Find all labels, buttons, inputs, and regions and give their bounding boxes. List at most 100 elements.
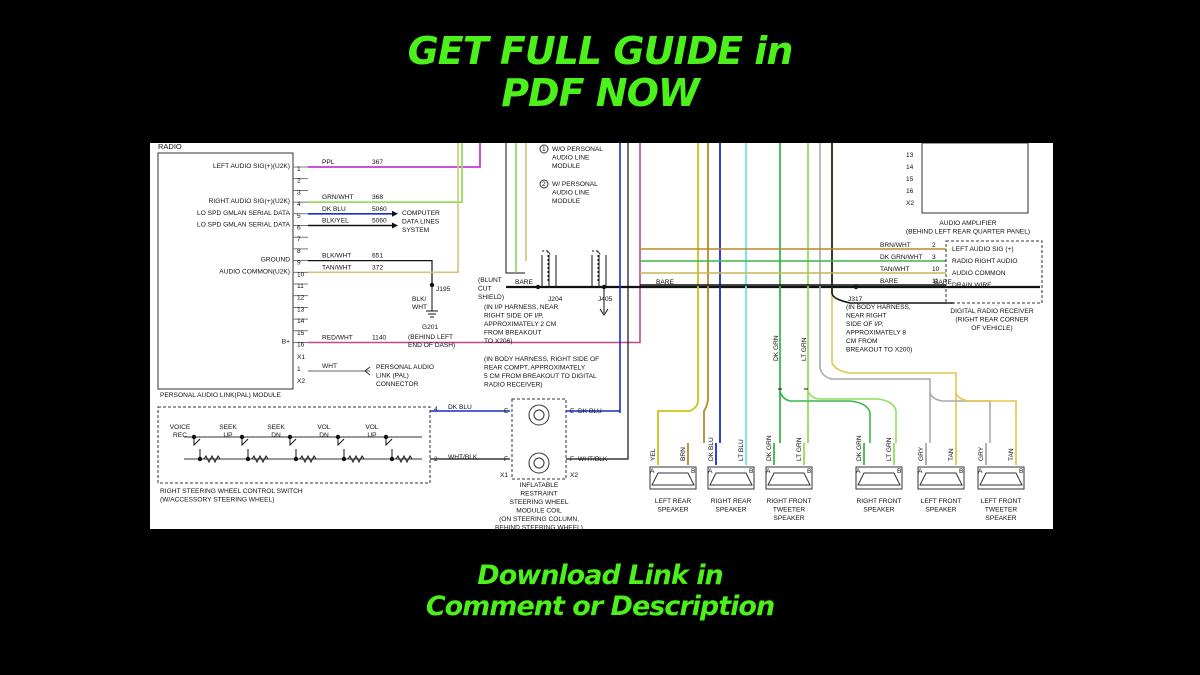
- receiver-pin-label: AUDIO COMMON: [952, 270, 1006, 277]
- switch-node: [191, 434, 197, 440]
- radio-footer-label: PERSONAL AUDIO LINK(PAL) MODULE: [160, 392, 282, 399]
- j204-location-label: RIGHT SIDE OF I/P,: [484, 313, 544, 320]
- speaker-box: [765, 466, 813, 490]
- radio-pin-number: 7: [297, 236, 301, 243]
- j405-label: J405: [598, 296, 613, 303]
- wire-blk-wht: [308, 260, 433, 285]
- switch-node: [245, 456, 251, 462]
- wire-coil-wht-blk: [566, 403, 629, 460]
- switch-node: [239, 434, 245, 440]
- module-coil-label: (ON STEERING COLUMN,: [499, 516, 579, 523]
- j204-location-label: APPROXIMATELY 2 CM: [484, 321, 556, 328]
- headline-line-2: PDF NOW: [501, 71, 700, 115]
- j317-splice: [853, 284, 859, 290]
- steering-wheel-switch-box: [157, 406, 431, 484]
- radio-wire-color: GRN/WHT: [322, 194, 354, 201]
- module-coil-label: BEHIND STEERING WHEEL): [495, 525, 583, 530]
- legend-number-2: 2: [542, 181, 546, 188]
- promo-headline: GET FULL GUIDE in PDF NOW: [0, 30, 1200, 114]
- speaker-pin-a: A: [978, 468, 983, 475]
- legend-marker-icon: [539, 179, 549, 189]
- wire-dk-grn-front: [779, 390, 871, 443]
- amplifier-pin: 16: [906, 188, 914, 195]
- speaker-pin-b: B: [807, 468, 812, 475]
- speaker-label: SPEAKER: [773, 515, 804, 522]
- radio-pin-number: 9: [297, 260, 301, 267]
- legend-text-wo: W/O PERSONAL: [552, 146, 603, 153]
- coil-pin-right: E: [570, 408, 575, 415]
- wire-lt-grn-front: [807, 390, 897, 443]
- resistor-icon: [251, 454, 269, 464]
- switch-button-label: REC: [173, 432, 187, 439]
- speaker-box: [707, 466, 755, 490]
- legend-marker-icon: [539, 144, 549, 154]
- wire-shield: [505, 143, 525, 274]
- g201-location-label: END OF DASH): [408, 342, 455, 349]
- radio-wire-circuit: 1140: [372, 335, 387, 342]
- switch-button-label: VOL: [317, 424, 331, 431]
- radio-x-pin: X1: [297, 354, 305, 361]
- j204-location-label: (IN I/P HARNESS, NEAR: [484, 304, 558, 311]
- radio-pin-number: 15: [297, 330, 305, 337]
- receiver-pin-label: DRAIN WIRE: [952, 282, 992, 289]
- vertical-wire-label: DK GRN: [773, 335, 780, 361]
- radio-pin-number: 10: [297, 271, 305, 278]
- module-coil-box: [511, 398, 567, 480]
- radio-pin-label: RIGHT AUDIO SIG(+)(U2K): [209, 198, 290, 205]
- radio-wire-circuit: 372: [372, 264, 383, 271]
- legend-text-wo: MODULE: [552, 163, 581, 170]
- switch-button-label: UP: [223, 432, 233, 439]
- switch-button-label: SEEK: [267, 424, 285, 431]
- radio-wire-color: DK BLU: [322, 206, 346, 213]
- radio-pin-number: 11: [297, 283, 304, 290]
- digital-radio-receiver-label: DIGITAL RADIO RECEIVER: [950, 308, 1033, 315]
- switch-button-label: UP: [367, 432, 377, 439]
- coil-wire-label: WHT/BLK: [578, 456, 608, 463]
- footer-line-1: Download Link in: [477, 560, 723, 591]
- blunt-cut-shield-label: CUT: [478, 286, 492, 293]
- coil-pin-right: F: [570, 456, 574, 463]
- speaker-pin-a: A: [708, 468, 713, 475]
- wire-brn: [703, 143, 709, 443]
- computer-data-lines-label: COMPUTER: [402, 210, 440, 217]
- speaker-pin-b: B: [959, 468, 964, 475]
- coil-wire-label: DK BLU: [578, 408, 602, 415]
- amplifier-pin: 15: [906, 176, 914, 183]
- j317-location-label: CM FROM: [846, 338, 878, 345]
- legend-text-wo: AUDIO LINE: [552, 155, 590, 162]
- radio-pin-number: 3: [297, 189, 301, 196]
- arrow-icon: [392, 222, 398, 229]
- j405-location-label: (IN BODY HARNESS, RIGHT SIDE OF: [484, 356, 599, 363]
- radio-pin-number: 13: [297, 306, 305, 313]
- audio-amplifier-label: AUDIO AMPLIFIER: [939, 220, 996, 227]
- j405-location-label: REAR COMPT, APPROXIMATELY: [484, 365, 586, 372]
- bare-label: BARE: [656, 279, 675, 286]
- bare-label: BARE: [934, 279, 953, 286]
- switch-contact-icon: [337, 437, 345, 459]
- switch-node: [287, 434, 293, 440]
- receiver-pin: 3: [932, 254, 936, 261]
- radio-x-pin: X2: [297, 378, 305, 385]
- radio-pin-label: AUDIO COMMON(U2K): [219, 268, 290, 275]
- wire-tan-left: [831, 362, 957, 443]
- radio-pin-label: LO SPD GMLAN SERIAL DATA: [197, 210, 291, 217]
- speaker-pin-a: A: [856, 468, 861, 475]
- switch-node: [341, 456, 347, 462]
- j405-splice: [601, 284, 607, 290]
- switch-contact-icon: [193, 437, 201, 459]
- headline-line-1: GET FULL GUIDE in: [407, 29, 794, 73]
- module-coil-label: MODULE COIL: [516, 508, 562, 515]
- receiver-pin-label: LEFT AUDIO SIG (+): [952, 246, 1014, 253]
- radio-pin-label: LEFT AUDIO SIG(+)(U2K): [213, 163, 290, 170]
- resistor-icon: [203, 454, 221, 464]
- spacer: [831, 143, 954, 304]
- j195-label: J195: [436, 286, 451, 293]
- j195-wire-label: WHT: [412, 304, 427, 311]
- digital-radio-receiver-box: [945, 240, 1043, 304]
- resistor-icon: [347, 454, 365, 464]
- switch-button-label: VOICE: [170, 424, 191, 431]
- j405-location-label: RADIO RECEIVER): [484, 382, 543, 389]
- switch-button-label: DN: [319, 432, 329, 439]
- speaker-cone-icon: [919, 472, 963, 486]
